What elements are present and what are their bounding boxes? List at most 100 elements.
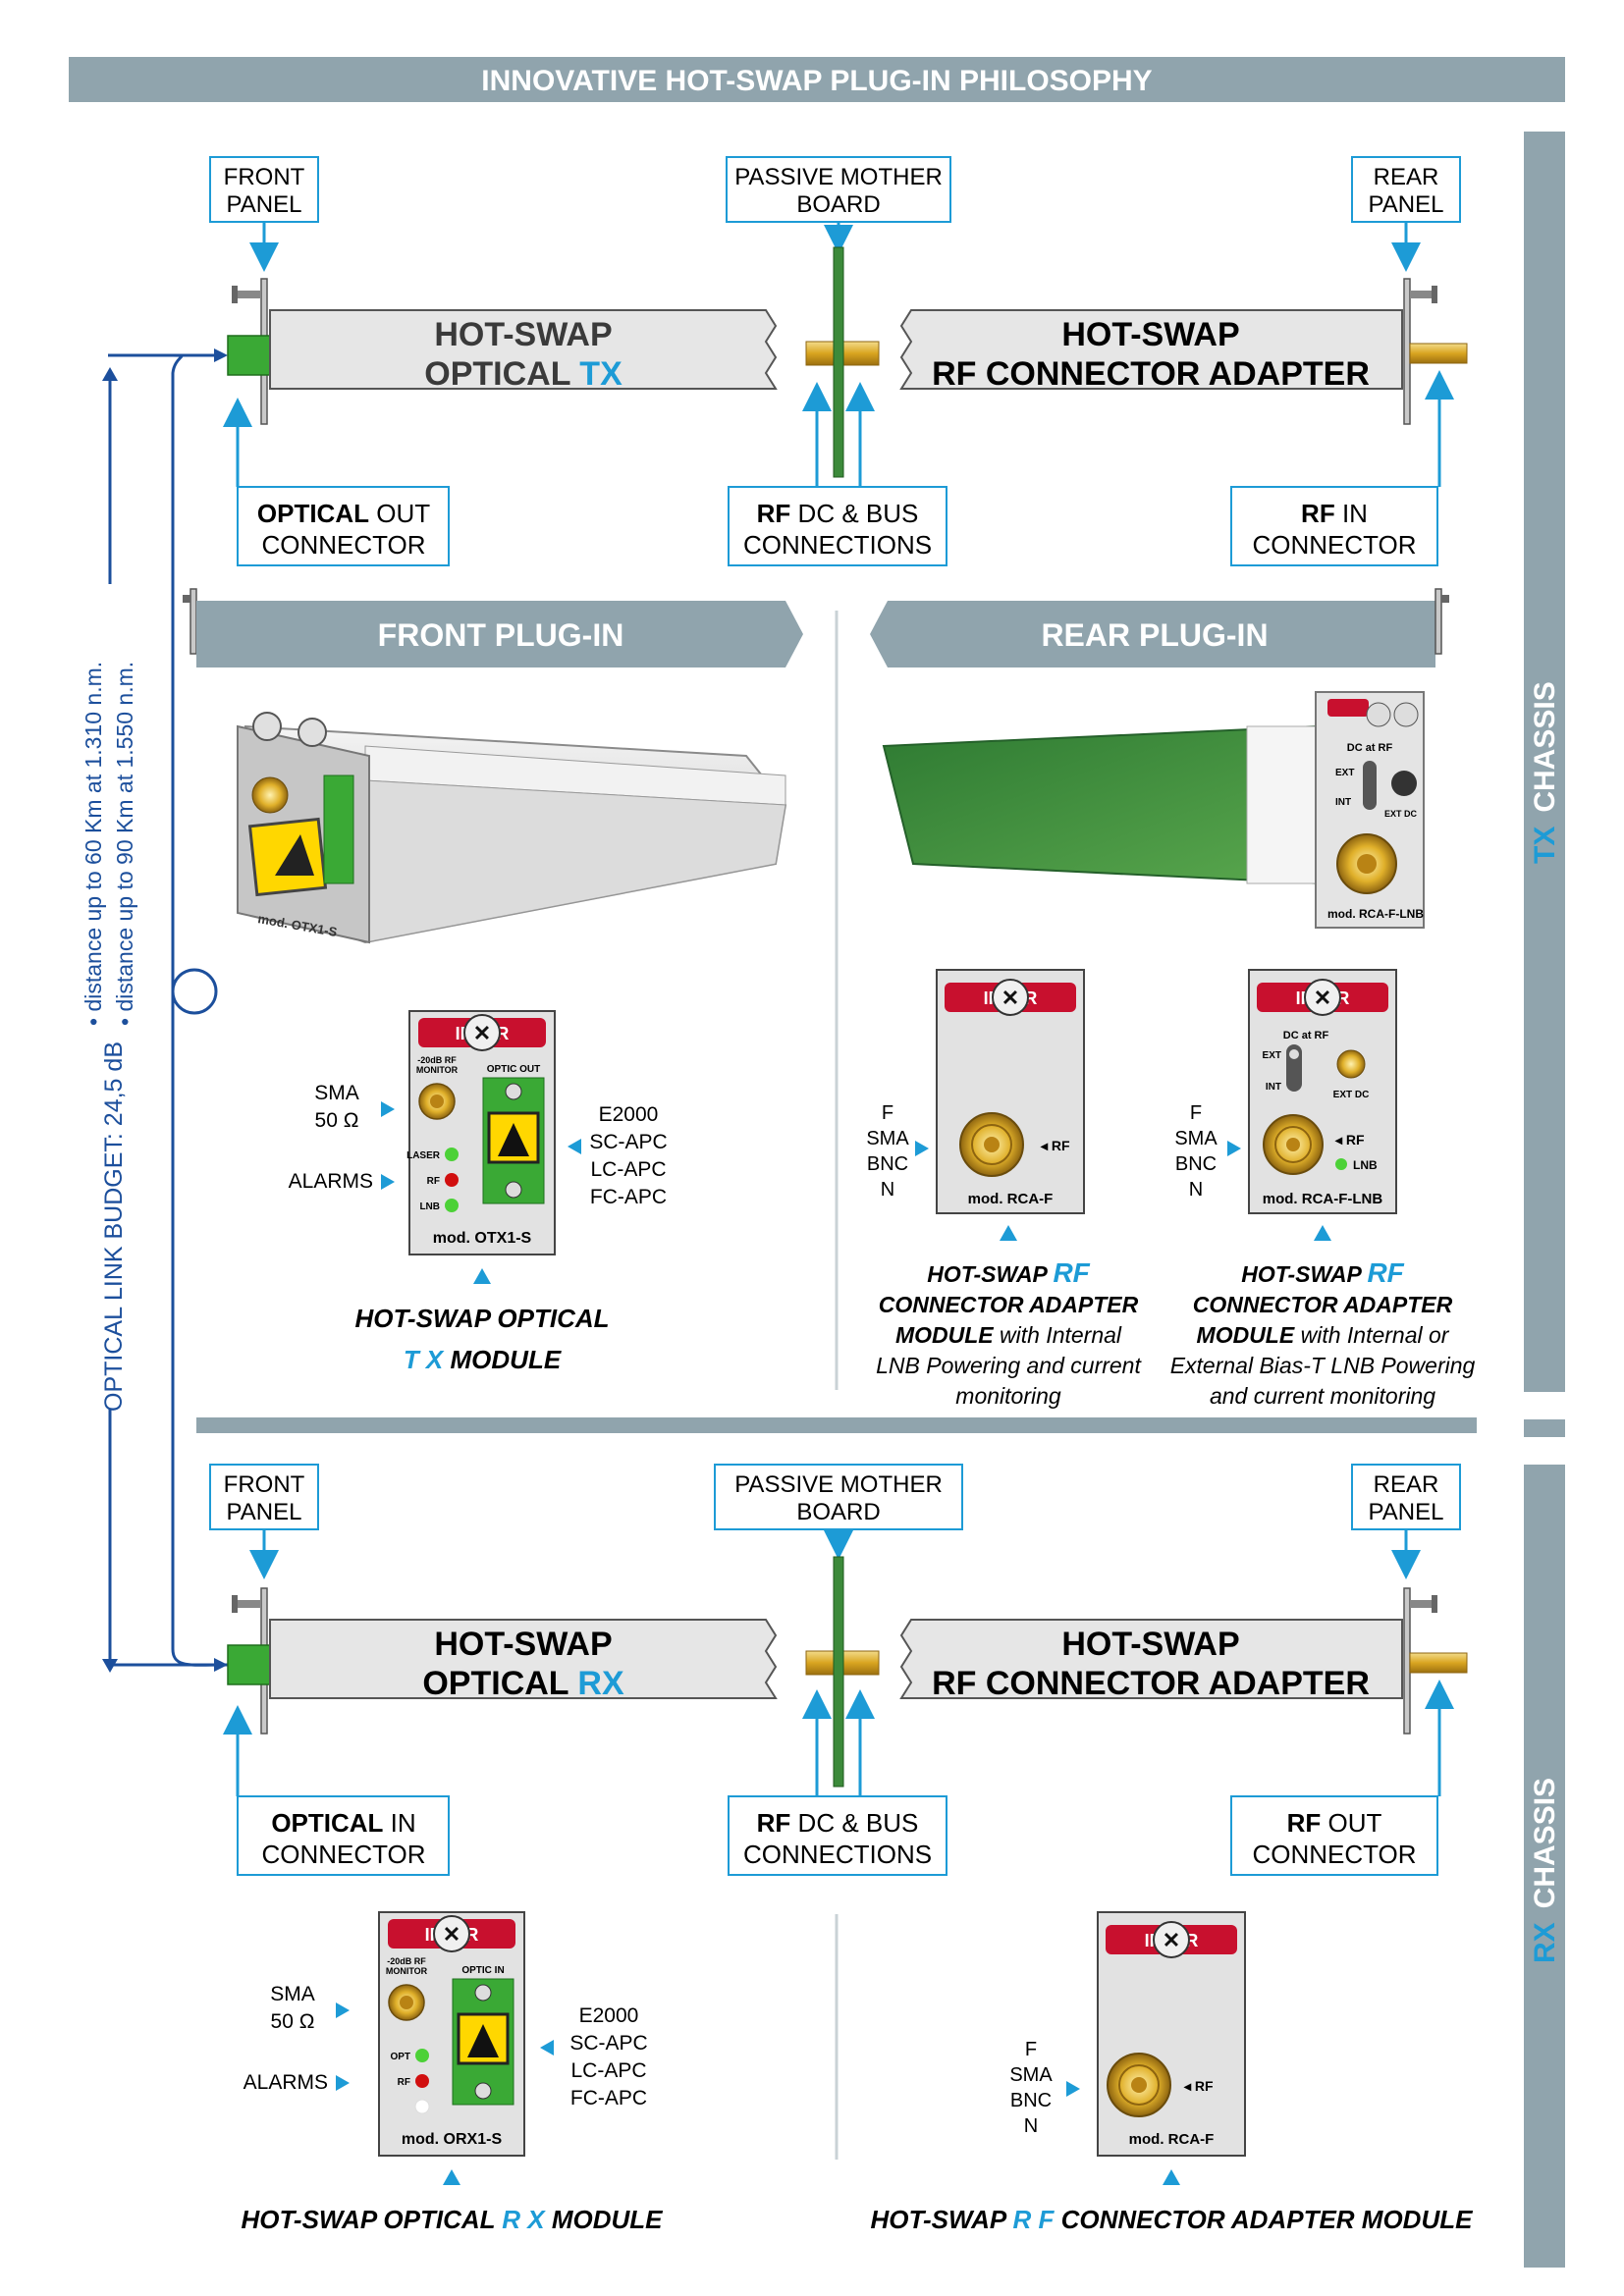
tx-top-conn-right-r-text: IN <box>1335 499 1368 528</box>
rx-top-mother-board-0-text: PASSIVE MOTHER <box>734 1471 943 1498</box>
page-title: INNOVATIVE HOT-SWAP PLUG-IN PHILOSOPHY <box>481 65 1152 97</box>
rx-top-rear-panel-0-text: REAR <box>1374 1471 1439 1498</box>
tx-top-mother-board-0-text: PASSIVE MOTHER <box>734 164 943 190</box>
rcaf-cap1a-text: HOT-SWAP <box>927 1261 1053 1287</box>
rx-chassis-label: RXCHASSIS <box>1529 1778 1561 1963</box>
section-divider <box>196 1417 1477 1433</box>
otx-alarms-text: ALARMS <box>289 1170 373 1193</box>
photos-rear-label4-text: EXT DC <box>1384 809 1418 819</box>
otx-caption2a-text: T X <box>404 1345 445 1374</box>
rcaf-cap5-text: monitoring <box>955 1383 1061 1409</box>
rcaf-mod-text: mod. RCA-F <box>968 1191 1054 1207</box>
tx-top-module-left-1-text: HOT-SWAP <box>434 316 612 353</box>
tx-top-rear-panel-0-text: REAR <box>1374 164 1439 190</box>
rx-top-conn-left-2-text: CONNECTOR <box>261 1840 425 1869</box>
orx-caption-a-text: HOT-SWAP OPTICAL <box>241 2205 502 2234</box>
tx-top-front-panel-1-text: PANEL <box>227 191 302 218</box>
mother-board <box>833 246 844 478</box>
rx-top-conn-right-r-text: OUT <box>1321 1808 1381 1838</box>
orx-alarms-text: ALARMS <box>244 2071 328 2094</box>
otx-sma-1-text: 50 Ω <box>315 1109 359 1132</box>
rcalnb-ext-text: EXT <box>1263 1050 1281 1061</box>
svg-text:✕: ✕ <box>1001 986 1019 1010</box>
rx-rcaf-caption-b-text: R F <box>1012 2205 1055 2234</box>
rcaf-cap3a-text: MODULE <box>895 1322 994 1348</box>
tx-top-mother-board-1-text: BOARD <box>796 191 880 218</box>
svg-text:HOT-SWAP RF: HOT-SWAP RF <box>927 1257 1090 1288</box>
side-tx-chassis-b-text: CHASSIS <box>1529 681 1561 812</box>
photos-rear-label3-text: INT <box>1335 797 1351 808</box>
tx-top-diagram: FRONT PANEL PASSIVE MOTHER BOARD REAR PA… <box>209 156 1468 566</box>
otx-caption1-text: HOT-SWAP OPTICAL <box>354 1304 609 1333</box>
link-arrow-top <box>102 367 118 381</box>
rx-top-conn-mid-b-text: RF <box>757 1808 791 1838</box>
svg-text:OPTICAL OUT: OPTICAL OUT <box>257 499 430 528</box>
tx-top-conn-left-b-text: OPTICAL <box>257 499 369 528</box>
rx-top-conn-left-b-text: OPTICAL <box>271 1808 383 1838</box>
rx-rcaf-mod-text: mod. RCA-F <box>1129 2131 1215 2148</box>
orx-connectors-2-text: LC-APC <box>570 2059 646 2082</box>
orx-opt-text: OPT <box>390 2052 410 2062</box>
rx-top-module-left-2b-text: RX <box>577 1665 624 1702</box>
rcalnb-cap1b-text: RF <box>1367 1257 1404 1288</box>
rx-top-mother-board-1-text: BOARD <box>796 1499 880 1525</box>
fiber-loop <box>171 968 218 1015</box>
otx-monitor-0-text: -20dB RF <box>417 1055 457 1065</box>
rx-top-rear-panel-1-text: PANEL <box>1369 1499 1444 1525</box>
otx-connectors-1-text: SC-APC <box>589 1131 667 1153</box>
rx-top-conn-left-r-text: IN <box>383 1808 415 1838</box>
svg-text:HOT-SWAP RF: HOT-SWAP RF <box>1241 1257 1404 1288</box>
rx-top-conn-mid-2-text: CONNECTIONS <box>743 1840 932 1869</box>
rcaf-faceplate-rx: IRVER ✕ ◂ RF mod. RCA-F F SMA BNC N HOT-… <box>871 1911 1474 2234</box>
svg-text:MODULE with Internal or: MODULE with Internal or <box>1197 1322 1450 1348</box>
rcaf-cap1b-text: RF <box>1053 1257 1090 1288</box>
otx-caption2b-text: MODULE <box>443 1345 562 1374</box>
rcaf-faceplate-tx: IRVER ✕ ◂ RF mod. RCA-F F SMA BNC N HOT-… <box>866 969 1142 1409</box>
svg-text:✕: ✕ <box>1314 986 1331 1010</box>
tx-top-module-right-2-text: RF CONNECTOR ADAPTER <box>932 355 1370 393</box>
rcalnb-mod-text: mod. RCA-F-LNB <box>1263 1191 1383 1207</box>
tx-top-conn-mid-b-text: RF <box>757 499 791 528</box>
chassis-separator <box>1524 1419 1565 1437</box>
rx-rcaf-types-3-text: N <box>1024 2115 1038 2137</box>
photos-rear-model-text: mod. RCA-F-LNB <box>1327 907 1424 921</box>
photos-rear-label2-text: EXT <box>1335 768 1354 778</box>
rcalnb-types-0-text: F <box>1190 1102 1202 1124</box>
distance-60km: • distance up to 60 Km at 1.310 n.m. <box>81 662 106 1026</box>
svg-text:RF OUT: RF OUT <box>1287 1808 1382 1838</box>
orx-connectors-0-text: E2000 <box>579 2004 639 2027</box>
svg-text:HOT-SWAP R F CONNECTOR ADAPTER: HOT-SWAP R F CONNECTOR ADAPTER MODULE <box>871 2205 1474 2234</box>
photos-rear-label1-text: DC at RF <box>1347 742 1393 754</box>
rcaf-cap2-text: CONNECTOR ADAPTER <box>879 1292 1139 1317</box>
rx-rcaf-caption-c-text: CONNECTOR ADAPTER MODULE <box>1054 2205 1473 2234</box>
rx-top-conn-right-2-text: CONNECTOR <box>1252 1840 1416 1869</box>
rcalnb-types-2-text: BNC <box>1175 1153 1217 1175</box>
orx-connectors-3-text: FC-APC <box>570 2087 647 2109</box>
link-budget-text: OPTICAL LINK BUDGET: 24,5 dB <box>100 1041 128 1412</box>
rcaf-rf-text: ◂ RF <box>1040 1138 1070 1153</box>
otx-optic-text: OPTIC OUT <box>487 1064 540 1075</box>
rcalnb-cap3b-text: with Internal or <box>1294 1322 1450 1348</box>
orx-monitor-0-text: -20dB RF <box>387 1956 426 1966</box>
plugin-rear-text: REAR PLUG-IN <box>1041 617 1268 653</box>
tx-top-front-panel-0-text: FRONT <box>224 164 305 190</box>
orx-caption-b-text: R X <box>502 2205 546 2234</box>
side-rx-chassis-a-text: RX <box>1529 1922 1561 1963</box>
tx-top-module-left-2b-text: TX <box>579 355 623 393</box>
rcaf-types-3-text: N <box>881 1179 894 1201</box>
rx-rcaf-rf-text: ◂ RF <box>1183 2078 1214 2094</box>
rcalnb-cap4-text: External Bias-T LNB Powering <box>1170 1353 1476 1378</box>
tx-top-conn-right-2-text: CONNECTOR <box>1252 530 1416 560</box>
rx-rcaf-caption-a-text: HOT-SWAP <box>871 2205 1013 2234</box>
plugin-front-text: FRONT PLUG-IN <box>378 617 624 653</box>
rcaf-types-2-text: BNC <box>867 1153 908 1175</box>
otx-connectors-0-text: E2000 <box>599 1103 659 1126</box>
orx-connectors-1-text: SC-APC <box>569 2032 647 2055</box>
rcaf-cap4-text: LNB Powering and current <box>876 1353 1142 1378</box>
rx-top-front-panel-0-text: FRONT <box>224 1471 305 1498</box>
orx-mod-text: mod. ORX1-S <box>402 2131 503 2148</box>
rcalnb-cap1a-text: HOT-SWAP <box>1241 1261 1367 1287</box>
svg-text:OPTICAL IN: OPTICAL IN <box>271 1808 415 1838</box>
rcalnb-faceplate: IRVER ✕ DC at RF EXT INT EXT DC ◂ RF LNB… <box>1170 969 1476 1409</box>
otx-sma-0-text: SMA <box>314 1082 359 1104</box>
